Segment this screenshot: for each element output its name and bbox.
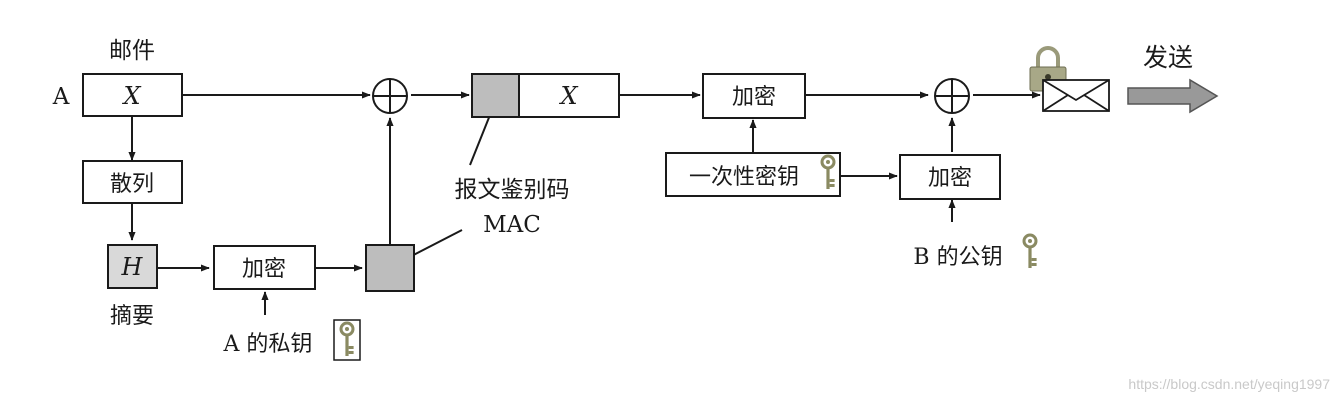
sender-label: A [52, 84, 70, 110]
send-label: 发送 [1143, 43, 1193, 72]
encrypt-message-box [702, 73, 806, 119]
combined-message-label: X [558, 82, 578, 110]
xor-icon [372, 78, 408, 114]
hash-box [82, 160, 183, 204]
message-box [82, 73, 183, 117]
b-public-key-icon [1022, 233, 1039, 270]
a-private-key-icon [333, 319, 361, 361]
encrypt-message-label: 加密 [732, 85, 776, 110]
mac-label-line2: MAC [483, 212, 541, 238]
one-time-key-box [665, 152, 841, 197]
mac-box [365, 244, 415, 292]
send-arrow-icon [1127, 78, 1219, 114]
xor-icon [934, 78, 970, 114]
one-time-key-label: 一次性密钥 [689, 165, 799, 190]
encrypt-private-box [213, 245, 316, 290]
encrypt-private-label: 加密 [242, 257, 286, 282]
watermark: https://blog.csdn.net/yeqing1997 [1128, 376, 1330, 392]
digest-box [107, 244, 158, 289]
encrypt-key-label: 加密 [928, 166, 972, 191]
combined-message-part [518, 73, 620, 118]
combined-mac-part [471, 73, 520, 118]
mail-label: 邮件 [109, 38, 155, 64]
encrypt-key-box [899, 154, 1001, 200]
a-private-key-label: A 的私钥 [223, 332, 313, 357]
envelope-icon [1042, 79, 1110, 112]
message-label: X [121, 82, 141, 110]
digest-symbol: H [121, 253, 144, 281]
mac-label-line1: 报文鉴别码 [455, 177, 570, 203]
hash-label: 散列 [110, 172, 154, 197]
digest-label: 摘要 [110, 304, 154, 329]
b-public-key-label: B 的公钥 [913, 245, 1002, 270]
